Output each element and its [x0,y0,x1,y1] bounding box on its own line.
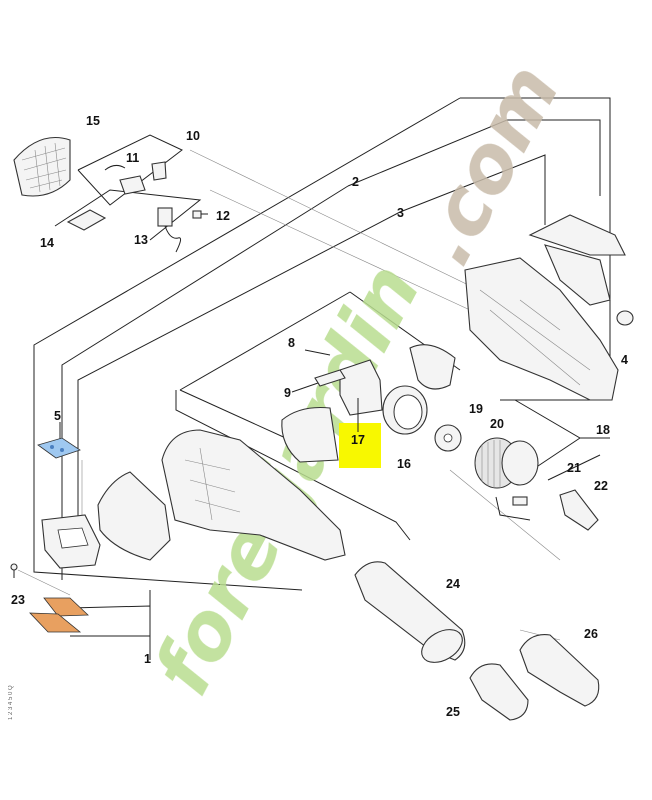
label-21[interactable]: 21 [567,461,581,475]
label-22[interactable]: 22 [594,479,608,493]
label-4[interactable]: 4 [621,353,628,367]
part-25-tip [469,663,529,721]
part-17-bracket [339,359,383,416]
part-22-knob [559,489,599,531]
part-8-duct [409,344,456,390]
label-15[interactable]: 15 [86,114,100,128]
part-4-washer [616,310,634,326]
label-16[interactable]: 16 [397,457,411,471]
part-shell-inner [281,406,339,463]
part-24-nozzle [354,561,466,663]
label-14[interactable]: 14 [40,236,54,250]
label-11[interactable]: 11 [126,151,139,165]
label-9[interactable]: 9 [284,386,291,400]
highlight-part-17 [339,423,381,468]
part-20-motor [474,437,539,489]
part-19-fan [434,424,462,452]
part-16-ring [382,385,428,435]
label-8[interactable]: 8 [288,336,295,350]
label-2[interactable]: 2 [352,175,359,189]
label-20[interactable]: 20 [490,417,504,431]
part-handle-cover [97,471,171,561]
label-25[interactable]: 25 [446,705,460,719]
part-9-clip [314,369,346,387]
label-18[interactable]: 18 [596,423,610,437]
label-24[interactable]: 24 [446,577,460,591]
label-17[interactable]: 17 [351,433,365,447]
part-housing-right [464,257,619,401]
part-26-flat-nozzle [519,634,600,707]
part-labels: 15 10 11 2 3 12 14 13 8 4 9 5 19 20 18 1… [11,114,628,719]
part-1-decals [29,597,89,633]
bracket-lines [17,97,611,660]
part-housing-left [161,429,346,561]
part-15-grille [13,136,71,197]
label-1[interactable]: 1 [144,652,151,666]
label-26[interactable]: 26 [584,627,598,641]
part-14-plate [66,209,107,231]
part-cover-top [528,214,626,306]
label-19[interactable]: 19 [469,402,483,416]
part-21-wiring [495,496,531,521]
part-23-screw [10,563,18,578]
side-code: 1 2 3 4 5 0 Q [8,685,14,720]
label-3[interactable]: 3 [397,206,404,220]
label-13[interactable]: 13 [134,233,148,247]
part-11-clip [104,161,167,195]
label-23[interactable]: 23 [11,593,25,607]
label-5[interactable]: 5 [54,409,61,423]
watermark-brown-text: .com [399,51,577,279]
label-10[interactable]: 10 [186,129,200,143]
part-13-switch [157,207,182,253]
part-grip [41,514,101,569]
part-5-label [37,437,81,459]
label-12[interactable]: 12 [216,209,230,223]
part-12-screw [192,210,208,219]
